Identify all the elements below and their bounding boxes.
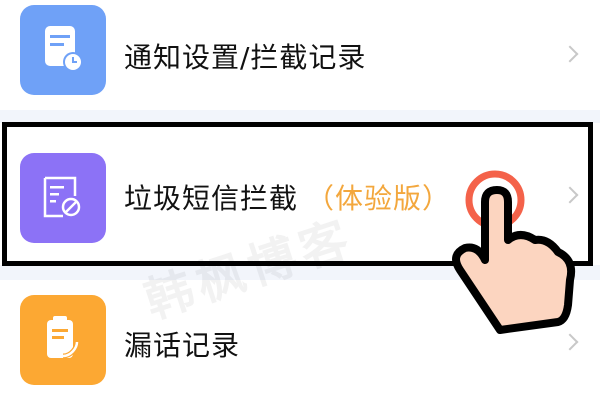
notification-record-icon — [20, 5, 106, 95]
beta-badge: （体验版） — [306, 182, 452, 215]
missed-call-record-icon — [20, 295, 106, 385]
menu-item-notification-settings[interactable]: 通知设置/拦截记录 — [0, 0, 600, 110]
menu-item-label: 漏话记录 — [124, 329, 241, 362]
chevron-right-icon — [561, 45, 579, 63]
spam-sms-block-icon — [20, 153, 106, 243]
menu-item-label: 垃圾短信拦截（体验版） — [124, 182, 452, 215]
menu-item-label: 通知设置/拦截记录 — [124, 41, 367, 74]
tap-hand-icon — [452, 170, 576, 334]
